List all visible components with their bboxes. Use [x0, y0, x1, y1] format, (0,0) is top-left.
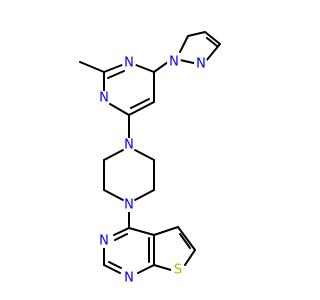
atom-label-n: N [99, 234, 109, 249]
bond [204, 31, 221, 45]
bond [153, 264, 172, 271]
atom-label-n: N [124, 138, 134, 153]
bond [128, 227, 155, 236]
bond [103, 189, 124, 201]
bond [179, 233, 191, 249]
atom-label-n: N [124, 271, 134, 286]
thienopyrimidine-nitrogen-left: N [97, 234, 111, 249]
bond [103, 149, 124, 161]
atom-label-s: S [174, 263, 182, 278]
pyrazole-nitrogen-1: N [167, 55, 181, 70]
bond [79, 61, 105, 73]
atom-label-n: N [124, 56, 134, 71]
bond [130, 98, 150, 109]
bond [134, 149, 155, 161]
bond [179, 35, 189, 53]
atom-label-n: N [169, 55, 179, 70]
bond [134, 189, 155, 201]
bond [177, 226, 196, 251]
bond [108, 261, 122, 269]
structure-canvas: N N N N N N N [79, 31, 221, 286]
pyrimidine-nitrogen-left: N [97, 91, 111, 106]
bond [184, 249, 196, 266]
atom-label-n: N [99, 91, 109, 106]
bond [205, 43, 221, 62]
thienopyrimidine-nitrogen-bottom: N [122, 271, 136, 286]
piperazine-nitrogen-bottom: N [122, 198, 136, 213]
atom-layer: N N N N N N N [97, 55, 208, 286]
pyrimidine-nitrogen-top: N [122, 56, 136, 71]
bond [107, 70, 125, 79]
pyrazole-nitrogen-2: N [194, 57, 208, 72]
piperazine-nitrogen-top: N [122, 138, 136, 153]
bond [137, 264, 155, 274]
bond [153, 226, 179, 236]
atom-label-n: N [124, 198, 134, 213]
bond [103, 64, 123, 73]
bond [135, 64, 155, 73]
bond [187, 31, 206, 37]
molecule-diagram: N N N N N N N [79, 31, 221, 286]
bond [114, 233, 128, 241]
bond [153, 61, 169, 73]
bond [103, 264, 121, 274]
bond [206, 37, 218, 47]
bond [128, 101, 155, 116]
atom-label-n: N [196, 57, 206, 72]
bond [113, 227, 130, 236]
thiophene-sulfur: S [171, 263, 185, 278]
bond [109, 103, 130, 116]
